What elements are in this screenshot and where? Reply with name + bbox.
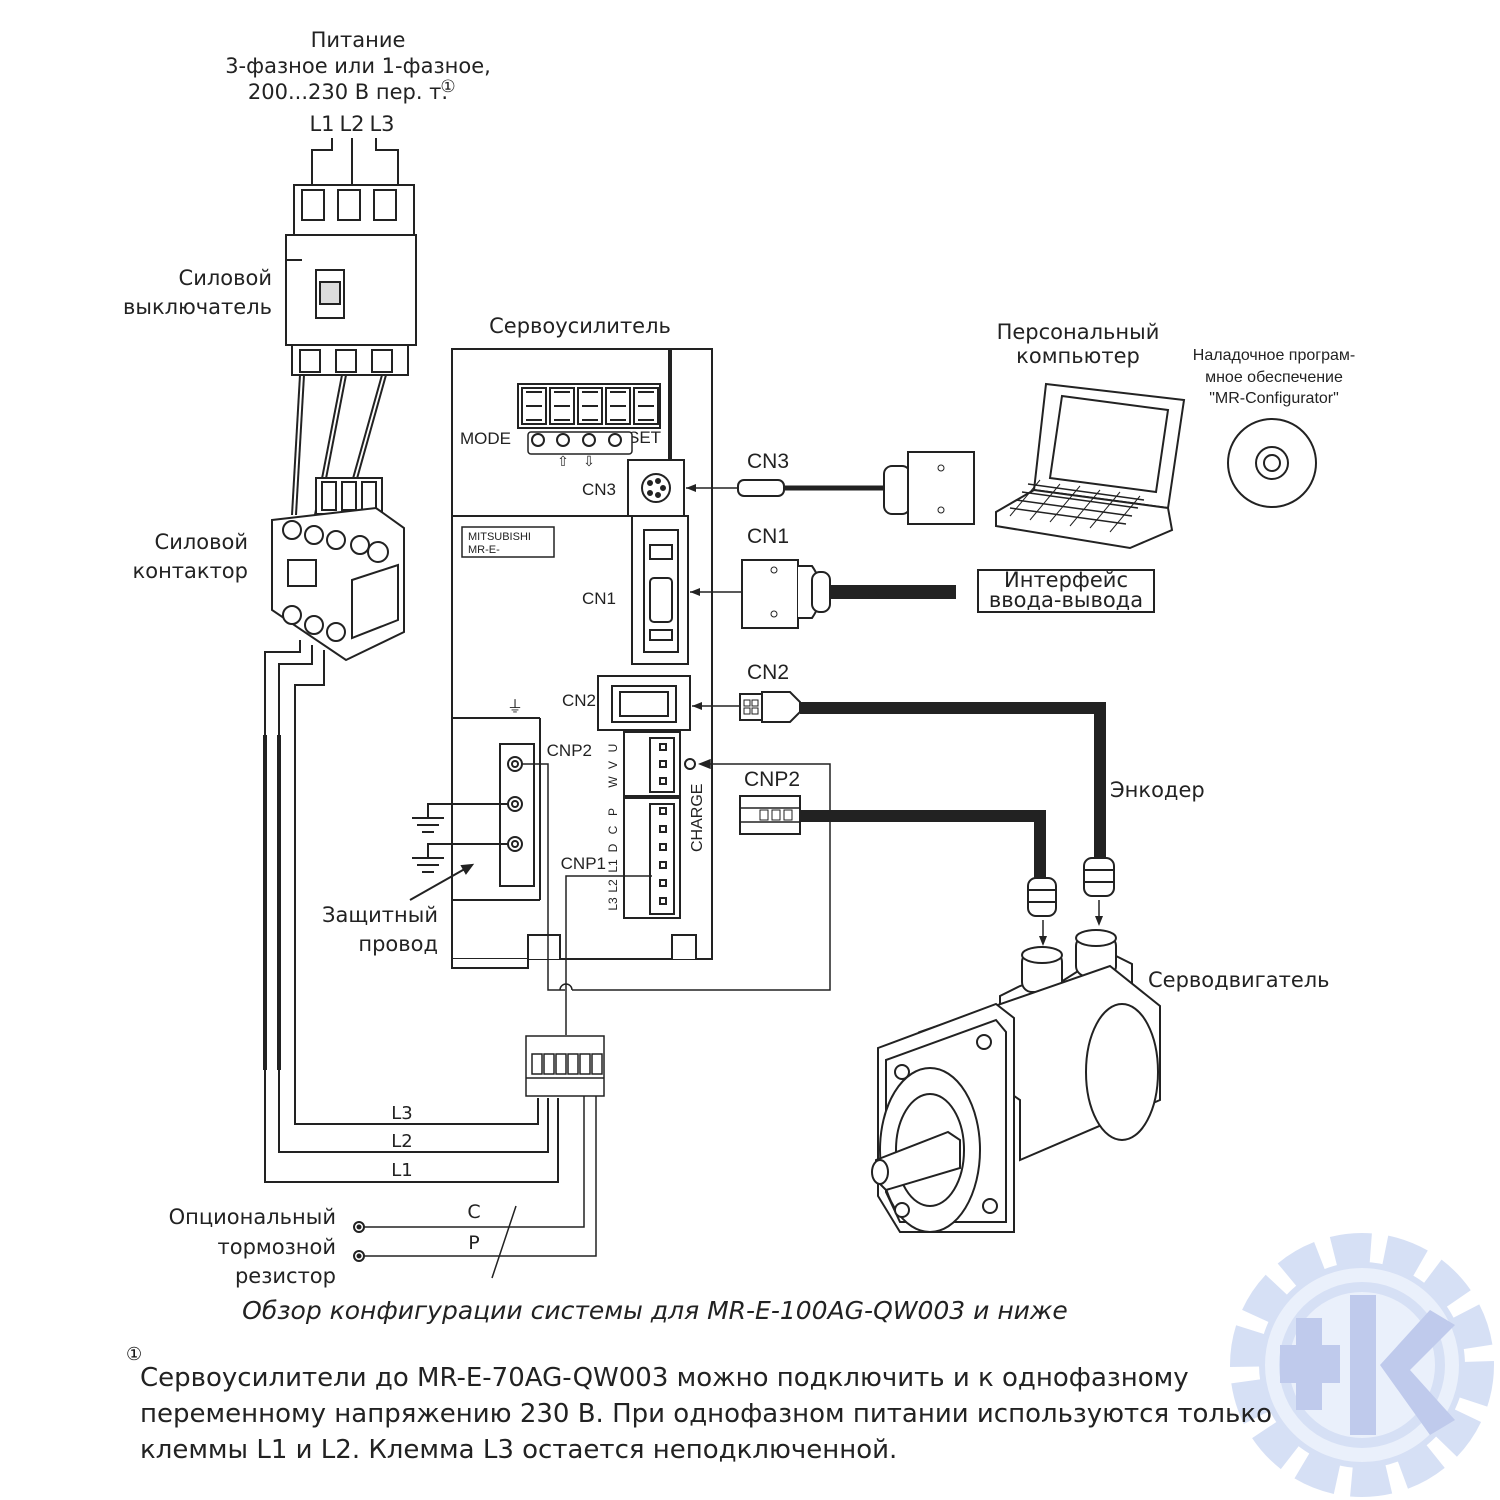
mode-button[interactable] xyxy=(531,433,545,447)
brand-name: MITSUBISHI xyxy=(468,531,531,543)
cn2-port xyxy=(597,675,691,731)
mains-wires xyxy=(263,640,559,1183)
pin-label: C xyxy=(606,825,620,834)
model-name: MR-E- xyxy=(468,544,500,556)
cn3-cable xyxy=(686,451,975,525)
circuit-breaker xyxy=(285,184,417,376)
io-label-2: ввода-вывода xyxy=(989,588,1143,612)
resistor-label-3: резистор xyxy=(235,1264,336,1288)
set-label: SET xyxy=(628,428,661,447)
terminal-pin-labels: U V W P C D L1 L2 L3 xyxy=(606,744,620,911)
servo-motor xyxy=(871,929,1161,1233)
ext-cn3-label: CN3 xyxy=(747,450,789,473)
down-button[interactable] xyxy=(582,433,596,447)
seven-segment-display xyxy=(517,383,661,429)
cn1-cable xyxy=(690,559,956,629)
power-title: Питание xyxy=(311,28,406,52)
down-arrow-icon: ⇩ xyxy=(583,453,595,469)
power-l3-label: L3 xyxy=(369,112,394,136)
pin-label: L3 xyxy=(606,897,620,911)
pin-label: P xyxy=(606,808,620,816)
wire-label-c: C xyxy=(467,1201,480,1223)
footnote-mark: ① xyxy=(126,1344,143,1365)
pc-label-1: Персональный xyxy=(997,320,1160,344)
ext-cn2-label: CN2 xyxy=(747,661,789,684)
encoder-label: Энкодер xyxy=(1110,778,1205,802)
ext-cn1-label: CN1 xyxy=(747,525,789,548)
cnp2-label: CNP2 xyxy=(547,741,592,760)
footnote-text: Сервоусилители до MR-E-70AG-QW003 можно … xyxy=(140,1363,1272,1465)
pin-label: W xyxy=(606,776,620,788)
ground-symbol-icon: ⏚ xyxy=(507,698,523,716)
io-label-1: Интерфейс xyxy=(1004,568,1128,592)
wire-label-l2: L2 xyxy=(391,1131,412,1152)
cnp1-plug-terminal xyxy=(525,1035,605,1097)
cnp1-label: CNP1 xyxy=(561,854,606,873)
encoder-cable xyxy=(692,691,1106,860)
internal-wiring xyxy=(522,758,831,1035)
power-contactor xyxy=(271,477,405,662)
software-label-3: "MR-Configurator" xyxy=(1209,390,1339,407)
software-label-2: мное обеспечение xyxy=(1205,369,1343,386)
cn1-port xyxy=(631,515,689,665)
pin-label: L1 xyxy=(606,859,620,873)
resistor-terminals xyxy=(353,1221,365,1262)
figure-caption: Обзор конфигурации системы для MR-E-100A… xyxy=(242,1296,1068,1325)
breaker-label-2: выключатель xyxy=(123,295,272,319)
software-label-1: Наладочное програм- xyxy=(1193,347,1355,364)
mode-label: MODE xyxy=(460,429,511,448)
up-button[interactable] xyxy=(556,433,570,447)
servo-amplifier-label: Сервоусилитель xyxy=(489,314,671,338)
charge-lamp-icon xyxy=(684,758,696,770)
set-button[interactable] xyxy=(608,433,622,447)
protective-wire-label-2: провод xyxy=(358,932,438,956)
protective-wire-label-1: Защитный xyxy=(322,903,438,927)
ext-cnp2-label: CNP2 xyxy=(744,768,800,791)
cn3-label: CN3 xyxy=(582,480,616,499)
power-voltage-text: 200...230 В пер. т. xyxy=(248,80,448,104)
cd-disk-icon xyxy=(1227,418,1317,508)
power-l2-label: L2 xyxy=(339,112,364,136)
cn1-plug-label: CN1 xyxy=(858,583,892,602)
motor-power-cable xyxy=(739,795,1046,880)
power-footnote-mark: ① xyxy=(440,77,455,97)
contactor-label-2: контактор xyxy=(133,559,248,583)
laptop-icon xyxy=(995,382,1186,550)
resistor-label-1: Опциональный xyxy=(169,1205,336,1229)
brand-plate xyxy=(461,526,555,558)
gear-logo-icon xyxy=(1230,1233,1494,1497)
breaker-label-1: Силовой xyxy=(179,266,272,290)
cn1-label: CN1 xyxy=(582,589,616,608)
supply-wires xyxy=(311,138,399,195)
ground-wires xyxy=(409,803,508,901)
cnp2-port xyxy=(623,731,681,797)
power-phase-text: 3-фазное или 1-фазное, xyxy=(225,54,491,78)
up-arrow-icon: ⇧ xyxy=(557,453,569,469)
pin-label: V xyxy=(606,761,620,769)
io-interface-box xyxy=(977,569,1155,613)
contactor-label-1: Силовой xyxy=(155,530,248,554)
pin-label: D xyxy=(606,843,620,852)
pin-label: L2 xyxy=(606,879,620,893)
ground-terminal-block xyxy=(499,743,535,887)
pin-label: U xyxy=(606,744,620,753)
wire-label-p: P xyxy=(468,1232,479,1254)
wire-label-l1: L1 xyxy=(391,1160,412,1181)
power-l1-label: L1 xyxy=(309,112,334,136)
power-supply-label: Питание 3-фазное или 1-фазное, 200...230… xyxy=(225,28,491,136)
brake-resistor-wires xyxy=(364,1096,597,1279)
cn3-port xyxy=(627,459,685,517)
pc-label-2: компьютер xyxy=(1016,344,1140,368)
motor-cable-connectors xyxy=(1027,857,1115,946)
cnp1-port xyxy=(623,797,681,919)
wire-label-l3: L3 xyxy=(391,1103,412,1124)
charge-label: CHARGE xyxy=(689,784,706,852)
resistor-label-2: тормозной xyxy=(218,1235,337,1259)
cn2-label: CN2 xyxy=(562,691,596,710)
servo-motor-label: Серводвигатель xyxy=(1148,968,1330,992)
panel-buttons xyxy=(527,431,633,455)
